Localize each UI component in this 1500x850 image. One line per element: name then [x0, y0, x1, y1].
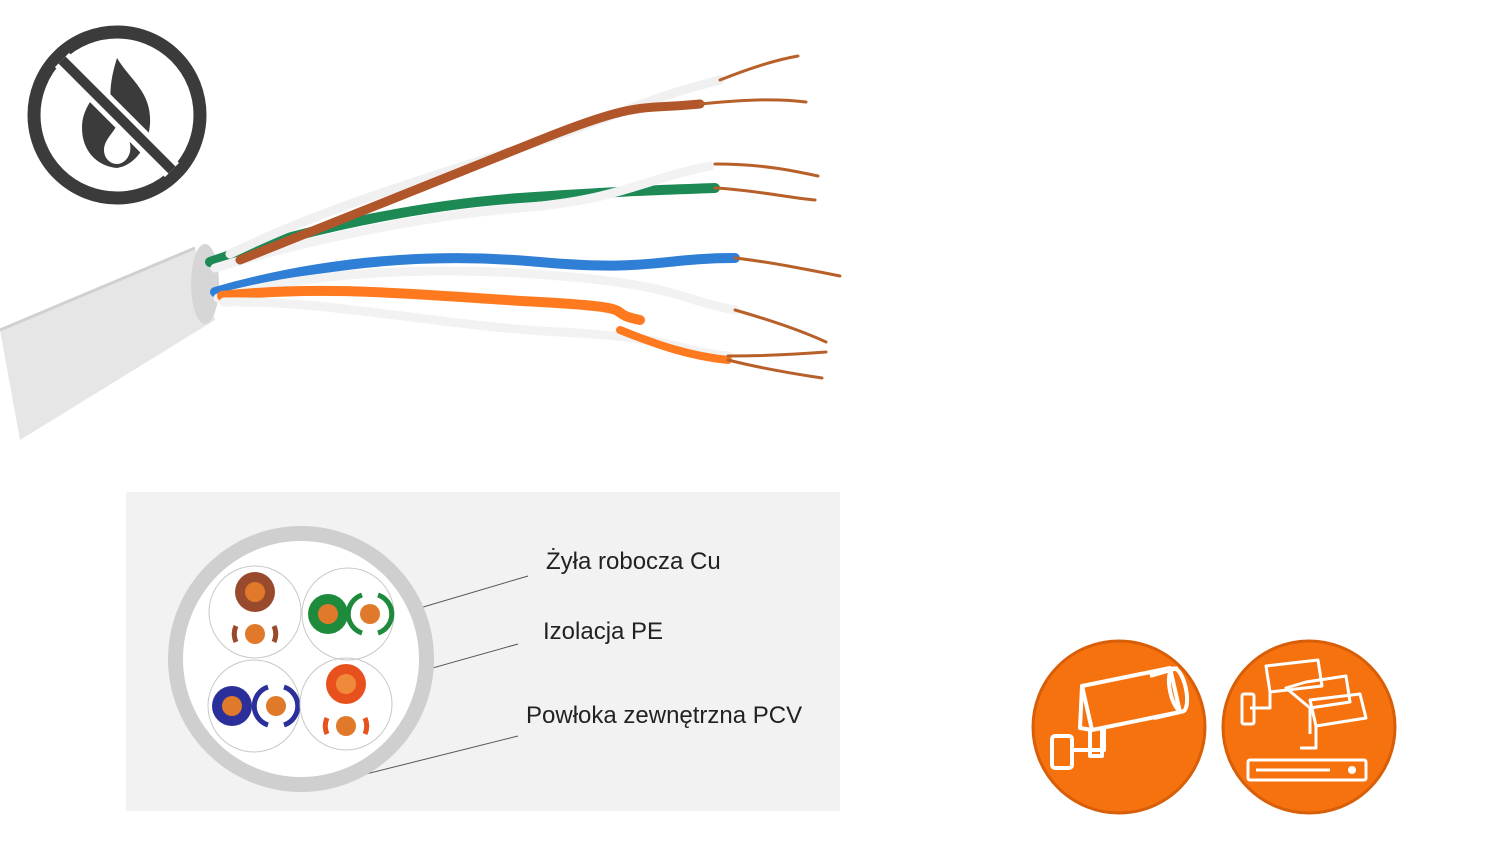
cable-cross-section-panel: Żyła robocza Cu Izolacja PE Powłoka zewn…: [126, 492, 840, 811]
label-core: Żyła robocza Cu: [546, 548, 721, 575]
label-insulation: Izolacja PE: [543, 618, 664, 645]
cable-cross-section: [168, 526, 434, 792]
pair-orange: [299, 657, 393, 751]
leader-jacket: [357, 735, 519, 777]
label-jacket: Powłoka zewnętrzna PCV: [526, 702, 803, 729]
no-fire-icon: [27, 25, 207, 205]
pair-blue: [207, 659, 301, 753]
jacket-inner: [183, 541, 419, 777]
cable-photo: [0, 54, 842, 440]
pair-green: [301, 567, 395, 661]
pair-brown: [208, 565, 302, 659]
cctv-camera-icon: [1031, 639, 1207, 815]
cctv-system-icon: [1221, 639, 1397, 815]
